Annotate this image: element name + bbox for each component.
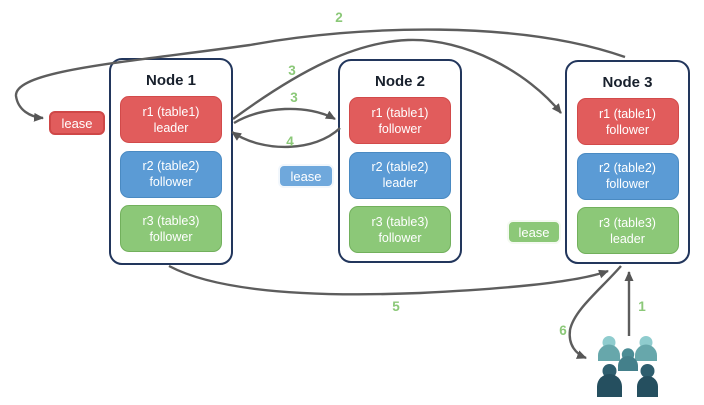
lease-badge-r2: lease bbox=[278, 164, 334, 188]
node-2-replica-r2: r2 (table2) leader bbox=[349, 151, 451, 199]
arrow-step-2-lease-transfer bbox=[14, 28, 626, 122]
arrow-step-3-replicate-to-node2 bbox=[233, 107, 336, 125]
replica-range-label: r1 (table1) bbox=[142, 104, 200, 119]
arrow-step-5-forward bbox=[168, 264, 609, 296]
replica-role-label: follower bbox=[378, 121, 422, 136]
replica-role-label: leader bbox=[153, 120, 189, 135]
replica-role-label: leader bbox=[382, 176, 418, 190]
step-label-3a: 3 bbox=[288, 63, 296, 78]
replica-role-label: follower bbox=[149, 229, 193, 244]
step-label-5: 5 bbox=[392, 299, 400, 314]
replica-role-label: follower bbox=[149, 175, 193, 189]
step-label-6: 6 bbox=[559, 323, 567, 338]
step-label-1: 1 bbox=[638, 299, 646, 314]
node-3-replica-r2: r2 (table2) follower bbox=[576, 152, 679, 200]
node-2-replica-r3: r3 (table3) follower bbox=[349, 206, 451, 253]
step-label-3b: 3 bbox=[290, 90, 298, 105]
step-label-2: 2 bbox=[335, 10, 343, 25]
lease-badge-r1: lease bbox=[49, 111, 105, 135]
replica-range-label: r1 (table1) bbox=[371, 105, 429, 120]
replica-range-label: r2 (table2) bbox=[371, 160, 429, 174]
replica-range-label: r2 (table2) bbox=[599, 161, 656, 175]
replica-role-label: follower bbox=[378, 230, 422, 245]
replica-range-label: r3 (table3) bbox=[599, 215, 656, 230]
node-1-replica-r1: r1 (table1) leader bbox=[120, 96, 222, 143]
node-1-replica-r3: r3 (table3) follower bbox=[120, 205, 222, 252]
users-group-icon bbox=[597, 336, 658, 397]
node-2-title: Node 2 bbox=[374, 73, 425, 90]
node-3: Node 3 r1 (table1) follower r2 (table2) … bbox=[565, 60, 690, 264]
node-2: Node 2 r1 (table1) follower r2 (table2) … bbox=[338, 59, 462, 263]
step-label-4: 4 bbox=[286, 134, 294, 149]
replica-range-label: r3 (table3) bbox=[371, 214, 429, 229]
replica-range-label: r2 (table2) bbox=[142, 159, 200, 173]
replica-range-label: r1 (table1) bbox=[599, 106, 656, 121]
lease-badge-r3: lease bbox=[507, 220, 561, 244]
node-1-title: Node 1 bbox=[145, 72, 196, 89]
node-1-replica-r2: r2 (table2) follower bbox=[120, 150, 222, 198]
node-1: Node 1 r1 (table1) leader r2 (table2) fo… bbox=[109, 58, 233, 265]
replica-role-label: follower bbox=[605, 122, 650, 137]
node-3-title: Node 3 bbox=[602, 74, 653, 91]
replica-role-label: follower bbox=[605, 177, 650, 191]
node-3-replica-r3: r3 (table3) leader bbox=[576, 207, 679, 254]
node-2-replica-r1: r1 (table1) follower bbox=[349, 97, 451, 144]
replica-role-label: leader bbox=[610, 231, 645, 246]
replica-range-label: r3 (table3) bbox=[142, 213, 200, 228]
arrow-step-4-ack bbox=[231, 127, 341, 149]
node-3-replica-r1: r1 (table1) follower bbox=[576, 98, 679, 145]
